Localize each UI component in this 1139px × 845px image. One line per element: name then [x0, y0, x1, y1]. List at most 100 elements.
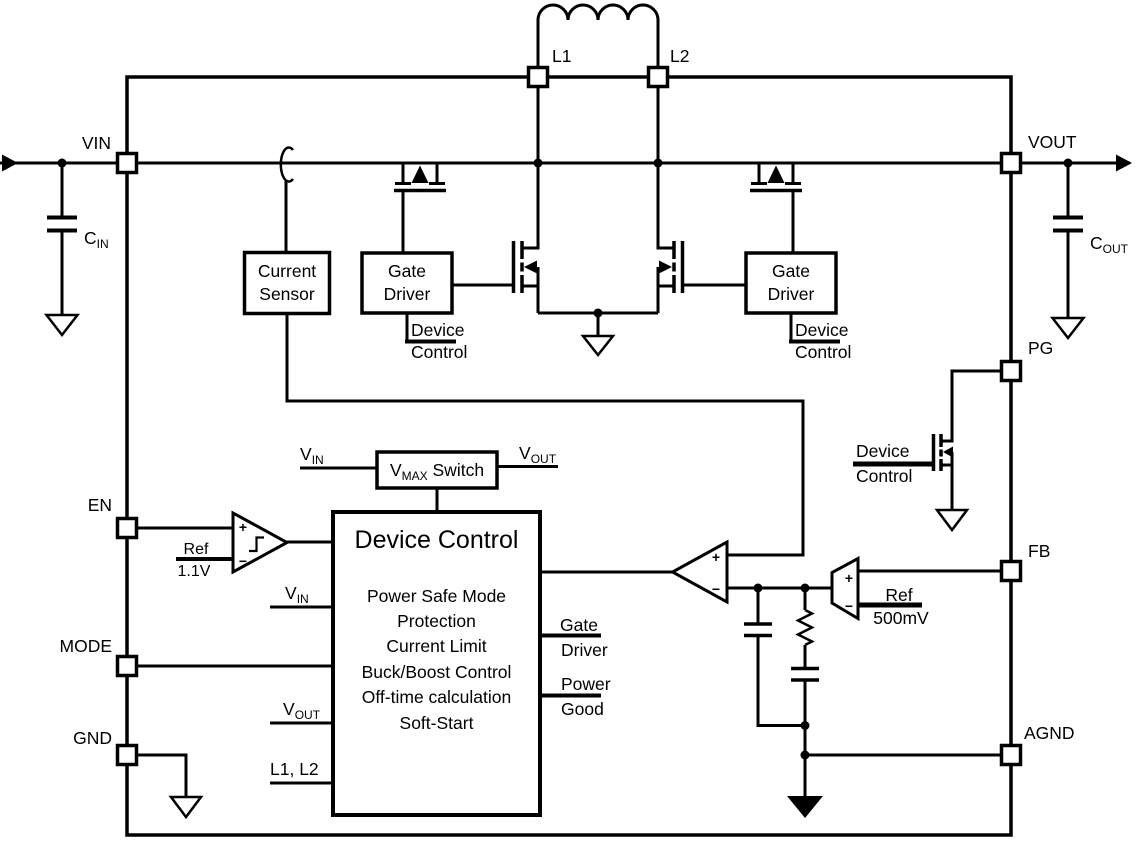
- mode-pin-label: MODE: [60, 636, 113, 656]
- fb-ref-label-2: 500mV: [873, 608, 929, 628]
- vin-signal-label: VIN: [285, 583, 309, 606]
- device-control-ref-1: Device: [411, 320, 465, 340]
- function-item: Current Limit: [386, 636, 486, 656]
- high-side-fet-right: [750, 164, 802, 253]
- function-item: Protection: [397, 611, 476, 631]
- vout-pin-label: VOUT: [1028, 132, 1077, 152]
- device-control-block: Device Control Power Safe Mode Protectio…: [270, 510, 673, 817]
- vout-signal-label: VOUT: [519, 443, 557, 466]
- driver-output-label: Driver: [561, 640, 608, 660]
- fet-source-wire: [942, 463, 954, 510]
- capacitor-icon: [47, 215, 77, 233]
- feedback-amplifier: + − Ref 500mV: [727, 555, 1002, 628]
- inductor-icon: [536, 3, 660, 67]
- vmax-switch-label: VMAX Switch: [390, 460, 484, 483]
- power-good-fet: Device Control: [853, 369, 1002, 533]
- compensation-network: [744, 583, 1002, 818]
- agnd-pin-label: AGND: [1024, 723, 1075, 743]
- function-item: Power Safe Mode: [367, 586, 506, 606]
- capacitor-icon: [791, 666, 819, 682]
- pin-labels: VIN L1 L2 VOUT PG FB AGND EN MODE GND: [60, 46, 1077, 748]
- vmax-switch: VIN VMAX Switch VOUT: [300, 443, 558, 512]
- device-control-ref-2: Control: [411, 342, 467, 362]
- comparator-triangle: [669, 539, 729, 605]
- pin-pg: [999, 359, 1023, 383]
- l1-l2-drop-wires: [536, 86, 660, 248]
- high-side-fet-left: [394, 164, 446, 253]
- plus-sign: +: [712, 549, 720, 565]
- gate-driver-label-1: Gate: [772, 261, 810, 281]
- output-arrow-icon: [1116, 154, 1132, 172]
- vout-signal-label: VOUT: [283, 699, 321, 722]
- fb-ref-label-1: Ref: [885, 585, 912, 605]
- en-ref-label-1: Ref: [184, 541, 209, 558]
- pin-vin: [115, 151, 139, 175]
- ground-icon: [580, 334, 616, 358]
- minus-sign: −: [845, 598, 853, 614]
- good-output-label: Good: [561, 699, 604, 719]
- low-side-fet-right: [656, 163, 746, 313]
- fet-body-arrow-icon: [659, 260, 672, 274]
- comp-capA-bottom-wire: [756, 637, 805, 727]
- minus-sign: −: [239, 553, 247, 569]
- inductor: [533, 3, 663, 248]
- gate-driver-box: [360, 251, 454, 315]
- ground-icon: [1049, 316, 1087, 341]
- boundary-rect: [125, 75, 1013, 837]
- l1l2-signal-label: L1, L2: [270, 759, 319, 779]
- function-item: Off-time calculation: [362, 687, 511, 707]
- resistor-icon: [795, 608, 815, 647]
- junction-dot: [800, 721, 810, 730]
- gate-driver-label-2: Driver: [768, 284, 815, 304]
- pin-fb: [999, 559, 1023, 583]
- function-item: Soft-Start: [400, 713, 474, 733]
- gnd-wire: [136, 753, 188, 797]
- fb-pin-label: FB: [1028, 541, 1050, 561]
- fet-drain-wire: [523, 163, 540, 250]
- fet-terminals: [757, 164, 795, 182]
- current-sensor-label-1: Current: [258, 261, 316, 281]
- vmax-switch-box: [375, 450, 499, 490]
- capacitor-icon: [744, 622, 772, 638]
- comparator-triangle: [231, 510, 291, 575]
- pg-drain-wire: [942, 369, 1002, 443]
- en-pin-label: EN: [88, 495, 112, 515]
- current-sensor-box: [242, 250, 332, 316]
- input-arrow-icon: [2, 154, 18, 172]
- device-control-ref-1: Device: [856, 441, 910, 461]
- fet-drain-wire: [656, 163, 673, 250]
- gnd-pin-label: GND: [73, 728, 112, 748]
- cin-label: CIN: [84, 228, 109, 251]
- gate-driver-right: Gate Driver Device Control: [744, 251, 851, 362]
- enable-comparator: Ref 1.1V + −: [136, 510, 333, 580]
- fet-terminals: [401, 164, 439, 182]
- capacitor-icon: [1053, 215, 1083, 233]
- pin-l2: [646, 65, 670, 89]
- current-sense-signal-wire: [285, 313, 805, 557]
- ground-icon: [43, 313, 81, 338]
- plus-sign: +: [239, 519, 247, 535]
- device-control-ref-2: Control: [795, 342, 851, 362]
- pg-pin-label: PG: [1028, 338, 1053, 358]
- l2-pin-label: L2: [670, 46, 689, 66]
- device-control-ref-2: Control: [856, 466, 912, 486]
- power-output-label: Power: [561, 674, 611, 694]
- gate-output-label: Gate: [560, 615, 598, 635]
- pin-mode: [115, 654, 139, 678]
- fet-body-arrow-icon: [411, 165, 429, 183]
- main-power-rail: [0, 154, 1132, 172]
- low-side-fet-left: [452, 163, 540, 313]
- input-capacitor: CIN: [43, 158, 109, 338]
- error-comparator: + −: [669, 539, 729, 605]
- minus-sign: −: [712, 581, 720, 597]
- en-ref-label-2: 1.1V: [178, 563, 211, 580]
- fet-body-arrow-icon: [524, 260, 537, 274]
- device-control-ref-1: Device: [795, 320, 849, 340]
- ground-icon: [168, 795, 204, 820]
- cout-label: COUT: [1090, 233, 1129, 256]
- pin-agnd: [999, 743, 1023, 767]
- plus-sign: +: [845, 570, 853, 586]
- device-control-title: Device Control: [355, 526, 519, 554]
